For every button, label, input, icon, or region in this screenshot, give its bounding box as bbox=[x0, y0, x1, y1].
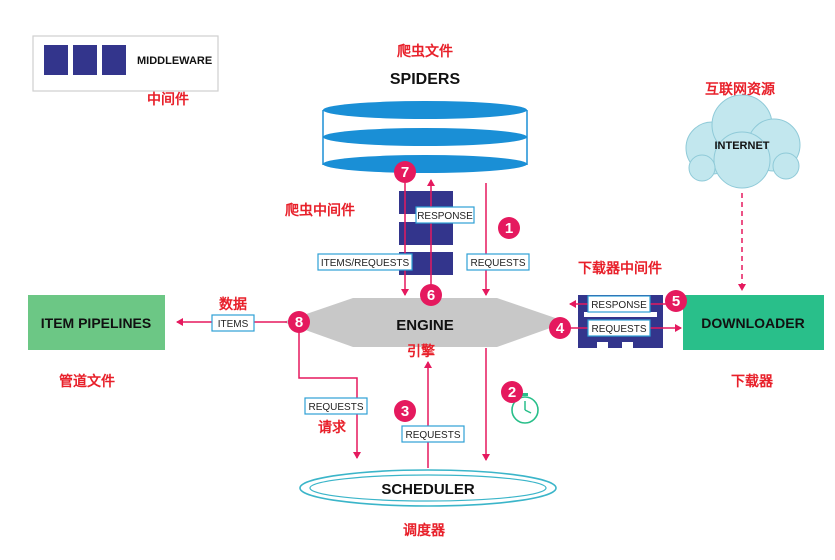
legend: MIDDLEWARE bbox=[32, 35, 219, 92]
step-3: 3 bbox=[394, 400, 416, 422]
step-4: 4 bbox=[549, 317, 571, 339]
internet-cloud bbox=[685, 94, 801, 189]
spiders-disk bbox=[323, 128, 527, 146]
step-7: 7 bbox=[394, 161, 416, 183]
svg-text:REQUESTS: REQUESTS bbox=[591, 324, 646, 335]
spiders-label-cn: 爬虫文件 bbox=[397, 43, 453, 60]
step-1: 1 bbox=[498, 217, 520, 239]
tag-items: ITEMS bbox=[211, 314, 255, 332]
tag-requests-spider: REQUESTS bbox=[466, 253, 530, 271]
svg-text:REQUESTS: REQUESTS bbox=[308, 402, 363, 413]
svg-text:4: 4 bbox=[556, 320, 565, 337]
svg-text:8: 8 bbox=[295, 314, 303, 331]
item-pipelines-box bbox=[28, 295, 165, 350]
engine-label-cn: 引擎 bbox=[407, 343, 435, 360]
internet-label-cn: 互联网资源 bbox=[705, 81, 775, 98]
svg-text:ITEMS: ITEMS bbox=[218, 319, 249, 330]
svg-text:ITEMS/REQUESTS: ITEMS/REQUESTS bbox=[321, 258, 410, 269]
scheduler-ring bbox=[299, 469, 557, 507]
item-pipelines-label-cn: 管道文件 bbox=[59, 373, 115, 390]
tag-items-requests: ITEMS/REQUESTS bbox=[317, 253, 413, 271]
legend-swatch bbox=[73, 45, 97, 75]
tag-requests-downloader: REQUESTS bbox=[587, 319, 651, 337]
svg-text:6: 6 bbox=[427, 287, 435, 304]
spiders-label: SPIDERS bbox=[390, 71, 461, 88]
step-6: 6 bbox=[420, 284, 442, 306]
step-8: 8 bbox=[288, 311, 310, 333]
downloader-label: DOWNLOADER bbox=[701, 315, 804, 331]
engine-shape bbox=[283, 298, 567, 347]
spider-middleware-label-cn: 爬虫中间件 bbox=[285, 202, 355, 219]
clock-icon bbox=[511, 393, 539, 424]
legend-swatch bbox=[102, 45, 126, 75]
tag-response-spider: RESPONSE bbox=[415, 206, 475, 224]
svg-text:RESPONSE: RESPONSE bbox=[417, 211, 473, 222]
scheduler-label: SCHEDULER bbox=[381, 481, 475, 498]
tag-requests-from-scheduler: REQUESTS bbox=[401, 425, 465, 443]
svg-text:REQUESTS: REQUESTS bbox=[405, 430, 460, 441]
downloader-middleware-label-cn: 下载器中间件 bbox=[578, 260, 662, 277]
engine-label: ENGINE bbox=[396, 317, 454, 334]
svg-text:5: 5 bbox=[672, 293, 680, 310]
svg-text:1: 1 bbox=[505, 220, 513, 237]
spiders-disk bbox=[323, 155, 527, 173]
svg-text:7: 7 bbox=[401, 164, 409, 181]
downloader-box bbox=[683, 295, 824, 350]
scheduler-label-cn: 调度器 bbox=[403, 522, 446, 539]
spiders-disk bbox=[323, 101, 527, 119]
tag-data-cn: 数据 bbox=[219, 296, 247, 313]
svg-text:3: 3 bbox=[401, 403, 409, 420]
arrow-engine-to-scheduler bbox=[298, 322, 361, 459]
item-pipelines-label: ITEM PIPELINES bbox=[41, 315, 151, 331]
step-5: 5 bbox=[665, 290, 687, 312]
legend-label-cn: 中间件 bbox=[147, 91, 189, 108]
internet-label: INTERNET bbox=[715, 140, 770, 152]
tag-request-cn: 请求 bbox=[318, 419, 347, 436]
legend-swatch bbox=[44, 45, 68, 75]
downloader-label-cn: 下载器 bbox=[731, 373, 774, 390]
tag-response-downloader: RESPONSE bbox=[587, 295, 651, 313]
svg-text:2: 2 bbox=[508, 384, 516, 401]
svg-text:RESPONSE: RESPONSE bbox=[591, 300, 647, 311]
legend-label: MIDDLEWARE bbox=[137, 55, 212, 67]
spiders-stack bbox=[322, 101, 528, 173]
svg-text:REQUESTS: REQUESTS bbox=[470, 258, 525, 269]
tag-requests-to-scheduler: REQUESTS bbox=[304, 397, 368, 415]
step-2: 2 bbox=[501, 381, 523, 403]
